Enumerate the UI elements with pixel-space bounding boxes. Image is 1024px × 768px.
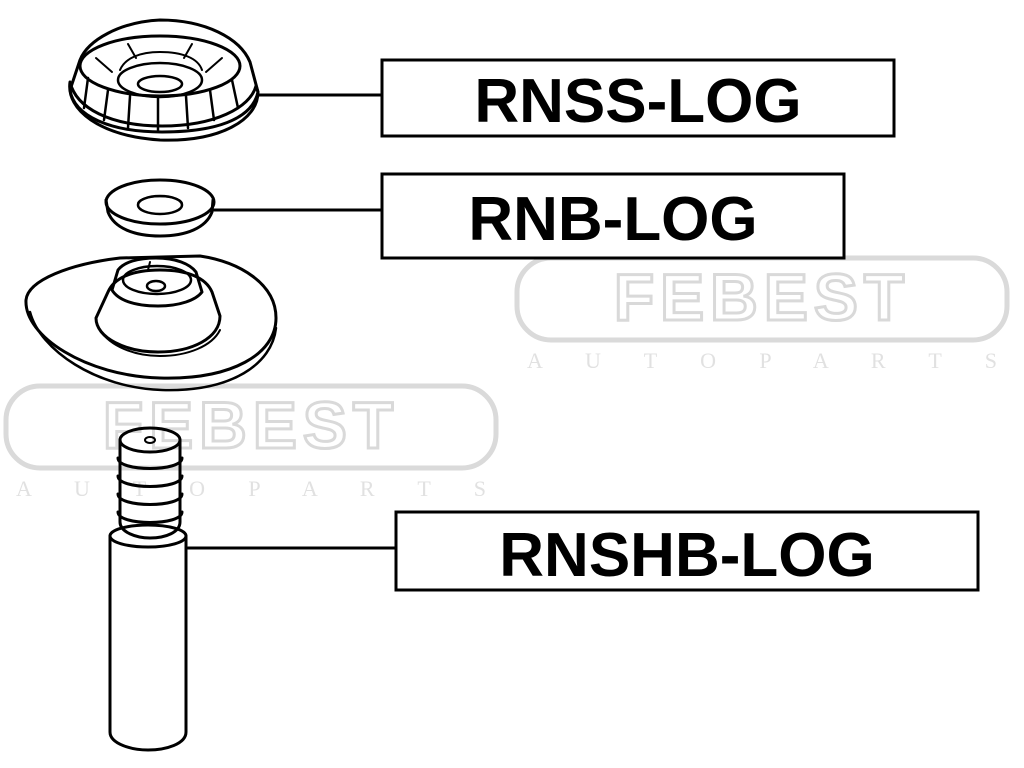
watermark-tagline-left: A U T O P A R T S	[16, 476, 486, 501]
top-mount-drawing	[68, 18, 260, 142]
label-box-rnb	[380, 172, 846, 260]
watermark-right: FEBEST A U T O P A R T S	[514, 255, 1010, 373]
label-box-rnshb	[394, 510, 980, 592]
watermark-brand-right: FEBEST	[614, 260, 910, 334]
label-rnshb: RNSHB-LOG	[394, 510, 980, 592]
watermark-tagline-right: A U T O P A R T S	[527, 348, 997, 373]
part-number-rnss: RNSS-LOG	[474, 67, 801, 136]
part-number-rnb: RNB-LOG	[468, 185, 757, 254]
bump-stop-drawing	[108, 426, 188, 752]
part-number-rnshb: RNSHB-LOG	[499, 521, 874, 590]
watermark-left: FEBEST A U T O P A R T S	[3, 383, 499, 501]
spring-seat-drawing	[24, 254, 278, 392]
label-box-rnss	[380, 58, 896, 138]
leader-lines	[186, 93, 398, 550]
bearing-drawing	[104, 178, 216, 238]
label-rnb: RNB-LOG	[380, 172, 846, 260]
label-rnss: RNSS-LOG	[380, 58, 896, 138]
